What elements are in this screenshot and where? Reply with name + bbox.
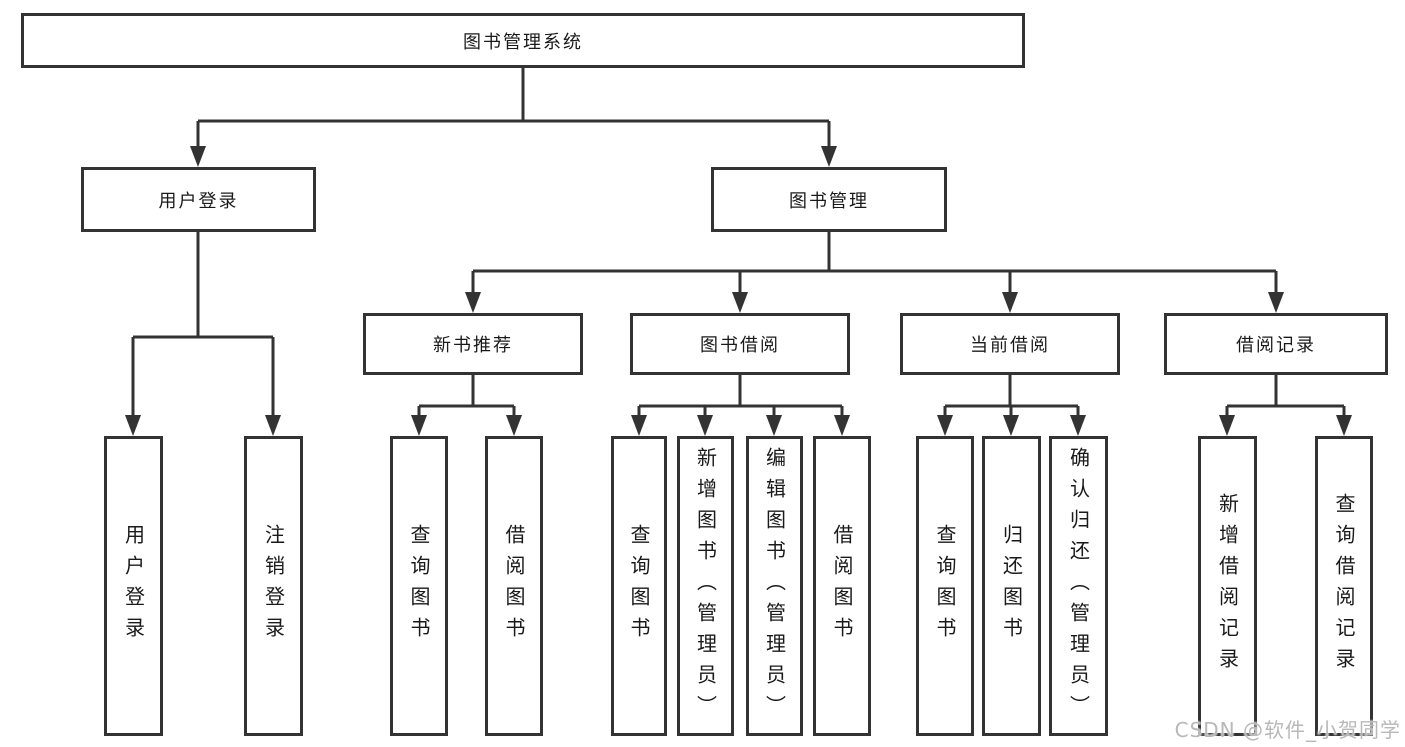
node-current-borrow-label: 当前借阅 — [970, 335, 1050, 356]
node-book-borrow: 图书借阅 — [630, 313, 850, 375]
leaf-label: 借阅图书 — [830, 524, 854, 648]
leaf-logout: 注销登录 — [244, 436, 303, 736]
node-borrow-records-label: 借阅记录 — [1236, 335, 1316, 356]
leaf-newbook-query: 查询图书 — [390, 436, 448, 736]
node-new-book-recommend-label: 新书推荐 — [433, 335, 513, 356]
node-book-management: 图书管理 — [711, 167, 947, 232]
leaf-label: 归还图书 — [999, 524, 1024, 648]
leaf-user-login: 用户登录 — [104, 436, 163, 736]
node-root-label: 图书管理系统 — [463, 31, 583, 53]
leaf-label: 新增图书（管理员） — [693, 446, 718, 726]
leaf-label: 查询图书 — [933, 524, 957, 648]
node-new-book-recommend: 新书推荐 — [363, 313, 583, 375]
node-book-management-label: 图书管理 — [789, 190, 869, 212]
node-root: 图书管理系统 — [21, 13, 1025, 68]
leaf-label: 查询借阅记录 — [1332, 493, 1356, 679]
leaf-borrow-borrow: 借阅图书 — [813, 436, 871, 736]
node-book-borrow-label: 图书借阅 — [700, 335, 780, 356]
node-user-login: 用户登录 — [81, 167, 316, 232]
node-user-login-label: 用户登录 — [158, 190, 239, 212]
arrowheads — [125, 146, 1352, 436]
leaf-borrow-edit-admin: 编辑图书（管理员） — [746, 436, 803, 736]
leaf-label: 编辑图书（管理员） — [762, 446, 787, 726]
leaf-borrow-query: 查询图书 — [611, 436, 667, 736]
leaf-label: 确认归还（管理员） — [1066, 446, 1091, 726]
leaf-label: 注销登录 — [261, 524, 286, 648]
node-current-borrow: 当前借阅 — [900, 313, 1120, 375]
leaf-current-confirm-admin: 确认归还（管理员） — [1049, 436, 1108, 736]
leaf-label: 借阅图书 — [502, 524, 526, 648]
leaf-newbook-borrow: 借阅图书 — [485, 436, 543, 736]
leaf-label: 新增借阅记录 — [1215, 493, 1240, 679]
leaf-borrow-add-admin: 新增图书（管理员） — [677, 436, 734, 736]
leaf-current-query: 查询图书 — [916, 436, 974, 736]
node-borrow-records: 借阅记录 — [1164, 313, 1388, 375]
leaf-records-query: 查询借阅记录 — [1315, 436, 1373, 736]
leaf-label: 用户登录 — [121, 524, 146, 648]
leaf-current-return: 归还图书 — [982, 436, 1041, 736]
leaf-label: 查询图书 — [627, 524, 651, 648]
leaf-records-add: 新增借阅记录 — [1198, 436, 1257, 736]
csdn-watermark: CSDN @软件_小贺同学 — [1174, 718, 1401, 742]
leaf-label: 查询图书 — [407, 524, 431, 648]
